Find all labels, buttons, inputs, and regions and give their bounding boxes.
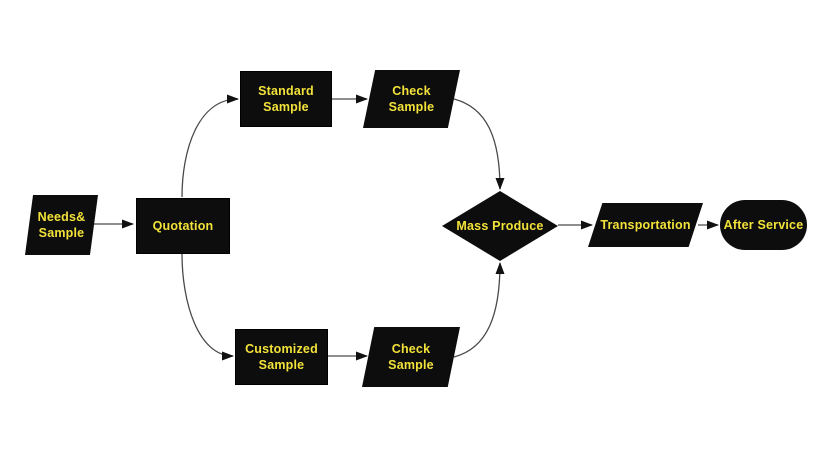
connector-quotation-to-standard-sample bbox=[181, 94, 239, 198]
node-check-sample-bottom-label: Check Sample bbox=[388, 341, 434, 372]
node-check-sample-bottom: Check Sample bbox=[362, 327, 460, 387]
node-standard-sample-label: Standard Sample bbox=[258, 83, 314, 114]
node-mass-produce-label: Mass Produce bbox=[456, 218, 544, 233]
node-check-sample-top: Check Sample bbox=[363, 70, 460, 128]
node-after-service: After Service bbox=[720, 200, 807, 250]
node-after-service-label: After Service bbox=[723, 217, 804, 232]
connector-check-sample-bottom-to-mass-produce bbox=[453, 262, 505, 358]
node-customized-sample: Customized Sample bbox=[235, 329, 328, 385]
node-quotation-label: Quotation bbox=[152, 218, 214, 233]
node-needs-sample-label: Needs& Sample bbox=[37, 209, 86, 240]
node-needs-sample: Needs& Sample bbox=[25, 195, 98, 255]
node-customized-sample-label: Customized Sample bbox=[245, 341, 318, 372]
node-check-sample-top-label: Check Sample bbox=[388, 83, 435, 114]
node-transportation: Transportation bbox=[588, 203, 703, 247]
connector-quotation-to-customized-sample bbox=[181, 253, 234, 361]
node-quotation: Quotation bbox=[136, 198, 230, 254]
connector-check-sample-top-to-mass-produce bbox=[453, 98, 505, 190]
node-standard-sample: Standard Sample bbox=[240, 71, 332, 127]
node-transportation-label: Transportation bbox=[600, 217, 691, 232]
